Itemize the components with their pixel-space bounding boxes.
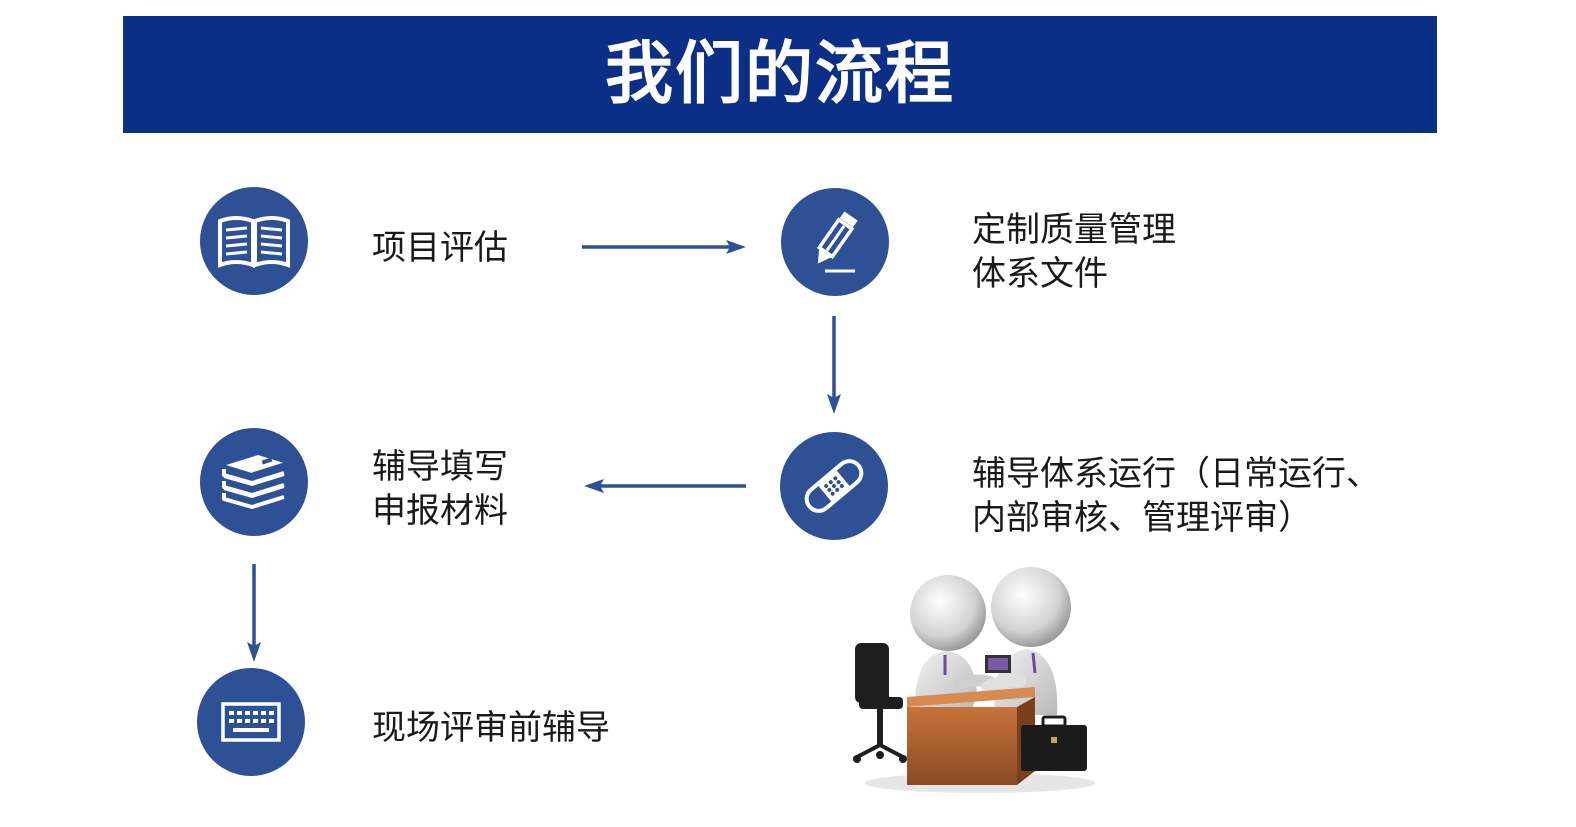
- arrow-step1-to-step2: [582, 240, 746, 254]
- step-2-label: 定制质量管理 体系文件: [972, 208, 1176, 296]
- arrow-step3-to-step4: [584, 479, 746, 493]
- step-3-label: 辅导体系运行（日常运行、 内部审核、管理评审）: [972, 452, 1380, 540]
- step-3-label-line1: 辅导体系运行（日常运行、: [972, 454, 1380, 494]
- step-5-label: 现场评审前辅导: [372, 706, 610, 750]
- step-1-label: 项目评估: [372, 226, 508, 270]
- step-5-node: [197, 668, 305, 776]
- step-4-label: 辅导填写 申报材料: [372, 445, 508, 533]
- arrow-step4-to-step5: [247, 564, 261, 662]
- step-4-node: [200, 428, 308, 536]
- pencil-icon: [816, 211, 858, 273]
- step-3-label-line2: 内部审核、管理评审）: [972, 498, 1312, 538]
- step-1-node: [200, 187, 308, 295]
- header-bar: 我们的流程: [123, 16, 1437, 133]
- open-book-icon: [218, 216, 290, 268]
- step-2-label-line1: 定制质量管理: [972, 210, 1176, 250]
- step-2-label-line2: 体系文件: [972, 254, 1108, 294]
- page-title: 我们的流程: [604, 34, 955, 114]
- arrow-step2-to-step3: [827, 316, 841, 414]
- step-4-label-line1: 辅导填写: [372, 447, 508, 487]
- step-4-label-line2: 申报材料: [372, 491, 508, 531]
- step-5-label-line1: 现场评审前辅导: [372, 708, 610, 748]
- step-1-label-line1: 项目评估: [372, 228, 508, 268]
- handshake-meeting-illustration: [853, 567, 1095, 793]
- keyboard-icon: [221, 702, 281, 742]
- book-stack-icon: [222, 455, 285, 509]
- bandage-icon: [804, 459, 864, 513]
- step-3-node: [780, 432, 888, 540]
- step-2-node: [781, 188, 889, 296]
